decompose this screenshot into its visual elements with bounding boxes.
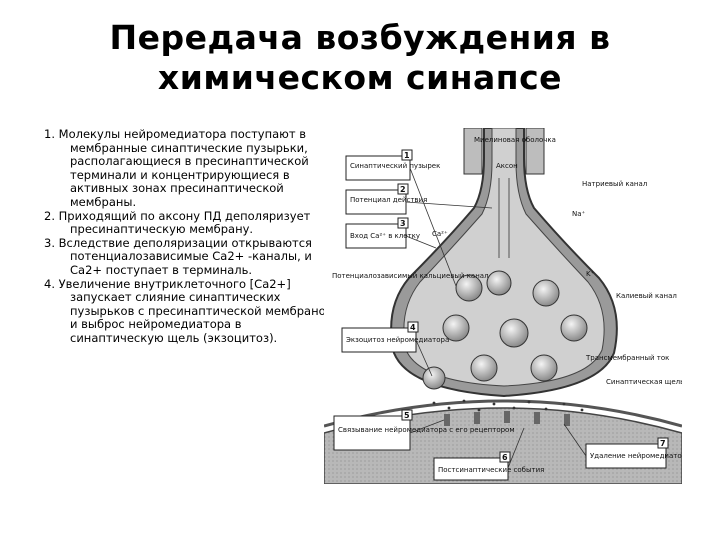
svg-text:3: 3 [400, 219, 406, 228]
myelin-left [463, 128, 483, 175]
synapse-diagram: Миелиновая оболочка Аксон Натриевый кана… [324, 128, 682, 484]
myelin-right [525, 128, 545, 175]
label-ca-channel: Потенциалозависимый кальциевый канал [332, 272, 489, 280]
steps-list: 1. Молекулы нейромедиатора поступают в м… [44, 127, 334, 346]
svg-text:7: 7 [660, 439, 666, 448]
item-number: 3. [44, 235, 55, 250]
label-myelin: Миелиновая оболочка [474, 136, 556, 144]
svg-text:1: 1 [404, 151, 410, 160]
list-item: 2. Приходящий по аксону ПД деполяризует … [44, 208, 334, 237]
svg-text:Постсинаптические события: Постсинаптические события [438, 466, 544, 474]
item-number: 1. [44, 127, 55, 141]
neurotransmitter-dots [432, 399, 584, 412]
svg-text:Экзоцитоз нейромедиатора: Экзоцитоз нейромедиатора [346, 336, 449, 344]
callout-7: Удаление нейромедиатора 7 [585, 437, 682, 469]
label-axon: Аксон [496, 162, 518, 170]
callout-5: Связывание нейромедиатора с его рецептор… [333, 409, 515, 451]
title-line-2: химическом синапсе [157, 58, 563, 97]
svg-text:Синаптический пузырек: Синаптический пузырек [350, 162, 440, 170]
item-number: 2. [44, 208, 55, 223]
item-text: Увеличение внутриклеточного [Са2+] запус… [58, 276, 334, 345]
receptors [444, 411, 570, 426]
item-text: Молекулы нейромедиатора поступают в мемб… [58, 127, 309, 209]
label-transmembrane: Трансмембранный ток [585, 354, 669, 362]
list-item: 1. Молекулы нейромедиатора поступают в м… [44, 127, 334, 210]
title-line-1: Передача возбуждения в [109, 18, 611, 57]
svg-text:2: 2 [400, 185, 406, 194]
label-k-ion: K⁺ [586, 270, 595, 278]
item-text: Вследствие деполяризации открываются пот… [58, 235, 312, 277]
svg-text:Связывание нейромедиатора с ег: Связывание нейромедиатора с его рецептор… [338, 426, 515, 434]
item-number: 4. [44, 276, 55, 291]
label-cleft: Синаптическая щель [606, 378, 682, 386]
label-na-ion: Na⁺ [572, 210, 586, 218]
svg-text:5: 5 [404, 411, 410, 420]
callout-2: Потенциал действия 2 [345, 183, 427, 215]
svg-text:Вход Ca²⁺ в клетку: Вход Ca²⁺ в клетку [350, 232, 420, 240]
slide-title: Передача возбуждения в химическом синапс… [0, 18, 720, 98]
callout-3: Вход Ca²⁺ в клетку 3 [345, 217, 420, 249]
label-na-channel: Натриевый канал [582, 180, 647, 188]
item-text: Приходящий по аксону ПД деполяризует пре… [58, 208, 311, 237]
callout-4: Экзоцитоз нейромедиатора 4 [341, 321, 449, 353]
leader-lines [405, 167, 587, 469]
svg-text:6: 6 [502, 453, 508, 462]
list-item: 3. Вследствие деполяризации открываются … [44, 235, 334, 278]
svg-text:Удаление нейромедиатора: Удаление нейромедиатора [590, 452, 682, 460]
label-k-channel: Калиевый канал [616, 292, 677, 300]
label-ca-ion: Ca²⁺ [432, 230, 448, 238]
synaptic-vesicles [422, 270, 588, 390]
svg-text:4: 4 [410, 323, 416, 332]
svg-text:Потенциал действия: Потенциал действия [350, 196, 427, 204]
callout-6: Постсинаптические события 6 [433, 451, 544, 481]
list-item: 4. Увеличение внутриклеточного [Са2+] за… [44, 276, 334, 346]
synapse-figure: Миелиновая оболочка Аксон Натриевый кана… [324, 128, 682, 484]
callout-1: Синаптический пузырек 1 [345, 149, 440, 181]
